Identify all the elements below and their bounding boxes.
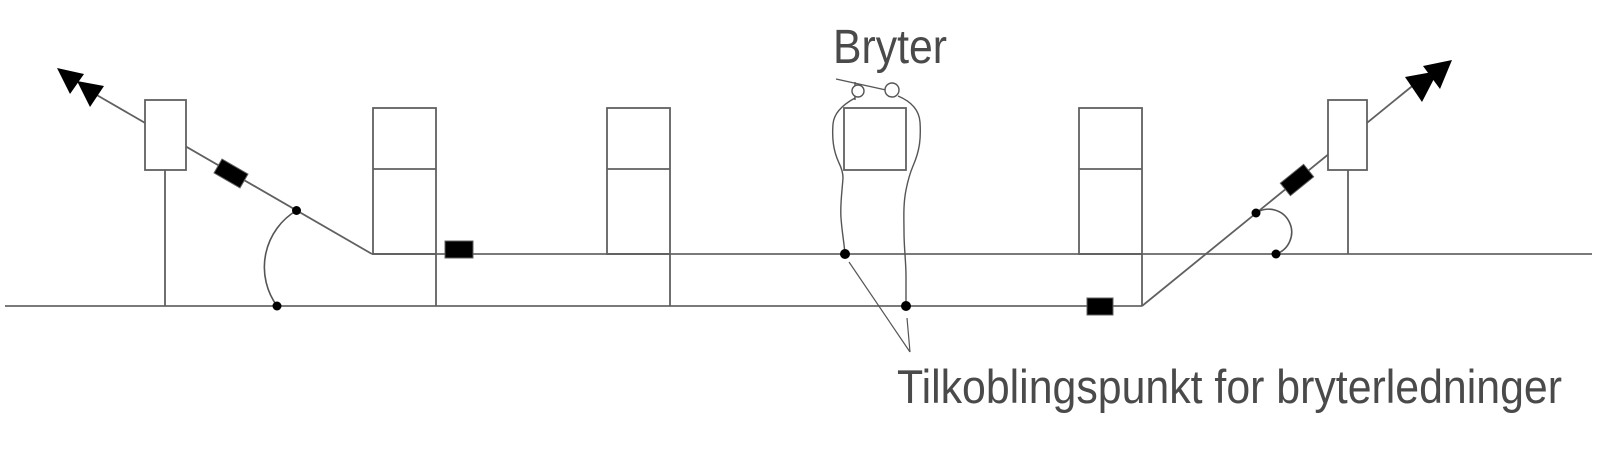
- annotation-leader: [906, 317, 911, 353]
- connection-point-icon: [840, 249, 850, 259]
- switch-label: Bryter: [833, 21, 947, 74]
- right-tension-anchor-icon: [1405, 71, 1438, 102]
- right-diagonal-insulator-icon: [1279, 163, 1315, 197]
- annotation-label: Tilkoblingspunkt for bryterledninger: [897, 360, 1562, 413]
- mast-body: [606, 107, 671, 255]
- connection-point-icon: [1271, 249, 1281, 259]
- left-jumper-arc: [263, 209, 297, 307]
- mast-body: [1078, 107, 1143, 255]
- right-anchor-assembly: [1141, 60, 1452, 307]
- annotation-leaders: [848, 261, 911, 353]
- left-diagonal-insulator-icon: [213, 158, 249, 189]
- switch-terminal-left: [851, 84, 865, 98]
- connection-point-icon: [292, 206, 301, 215]
- upper-wire-insulator-icon: [444, 240, 474, 259]
- lower-wire-insulator-icon: [1086, 297, 1114, 316]
- switch-blade: [835, 78, 887, 91]
- connection-points: [272, 206, 1281, 311]
- switch-mast-body: [843, 107, 907, 171]
- left-tension-anchor-icon: [77, 81, 104, 107]
- right-tensioner-box: [1327, 99, 1368, 171]
- connection-point-icon: [901, 301, 911, 311]
- left-tensioner-box: [144, 99, 187, 171]
- left-tension-anchor-icon: [57, 68, 84, 94]
- switch-terminal-right: [884, 82, 900, 98]
- mast-body: [372, 107, 437, 255]
- contact-wires: [5, 253, 1592, 307]
- support-mast-3: [1078, 107, 1143, 306]
- support-mast-2: [606, 107, 671, 306]
- switch-wire-left: [831, 97, 856, 255]
- annotation-leader: [848, 261, 911, 353]
- switch-assembly: [831, 78, 922, 306]
- left-anchor-assembly: [57, 68, 373, 306]
- connection-point-icon: [272, 301, 282, 311]
- right-jumper-arc: [1255, 208, 1293, 255]
- connection-point-icon: [1251, 208, 1261, 218]
- right-tension-anchor-icon: [1423, 60, 1452, 89]
- right-anchor-line: [1141, 82, 1417, 307]
- support-mast-1: [372, 107, 437, 306]
- switch-wire-right: [897, 95, 922, 306]
